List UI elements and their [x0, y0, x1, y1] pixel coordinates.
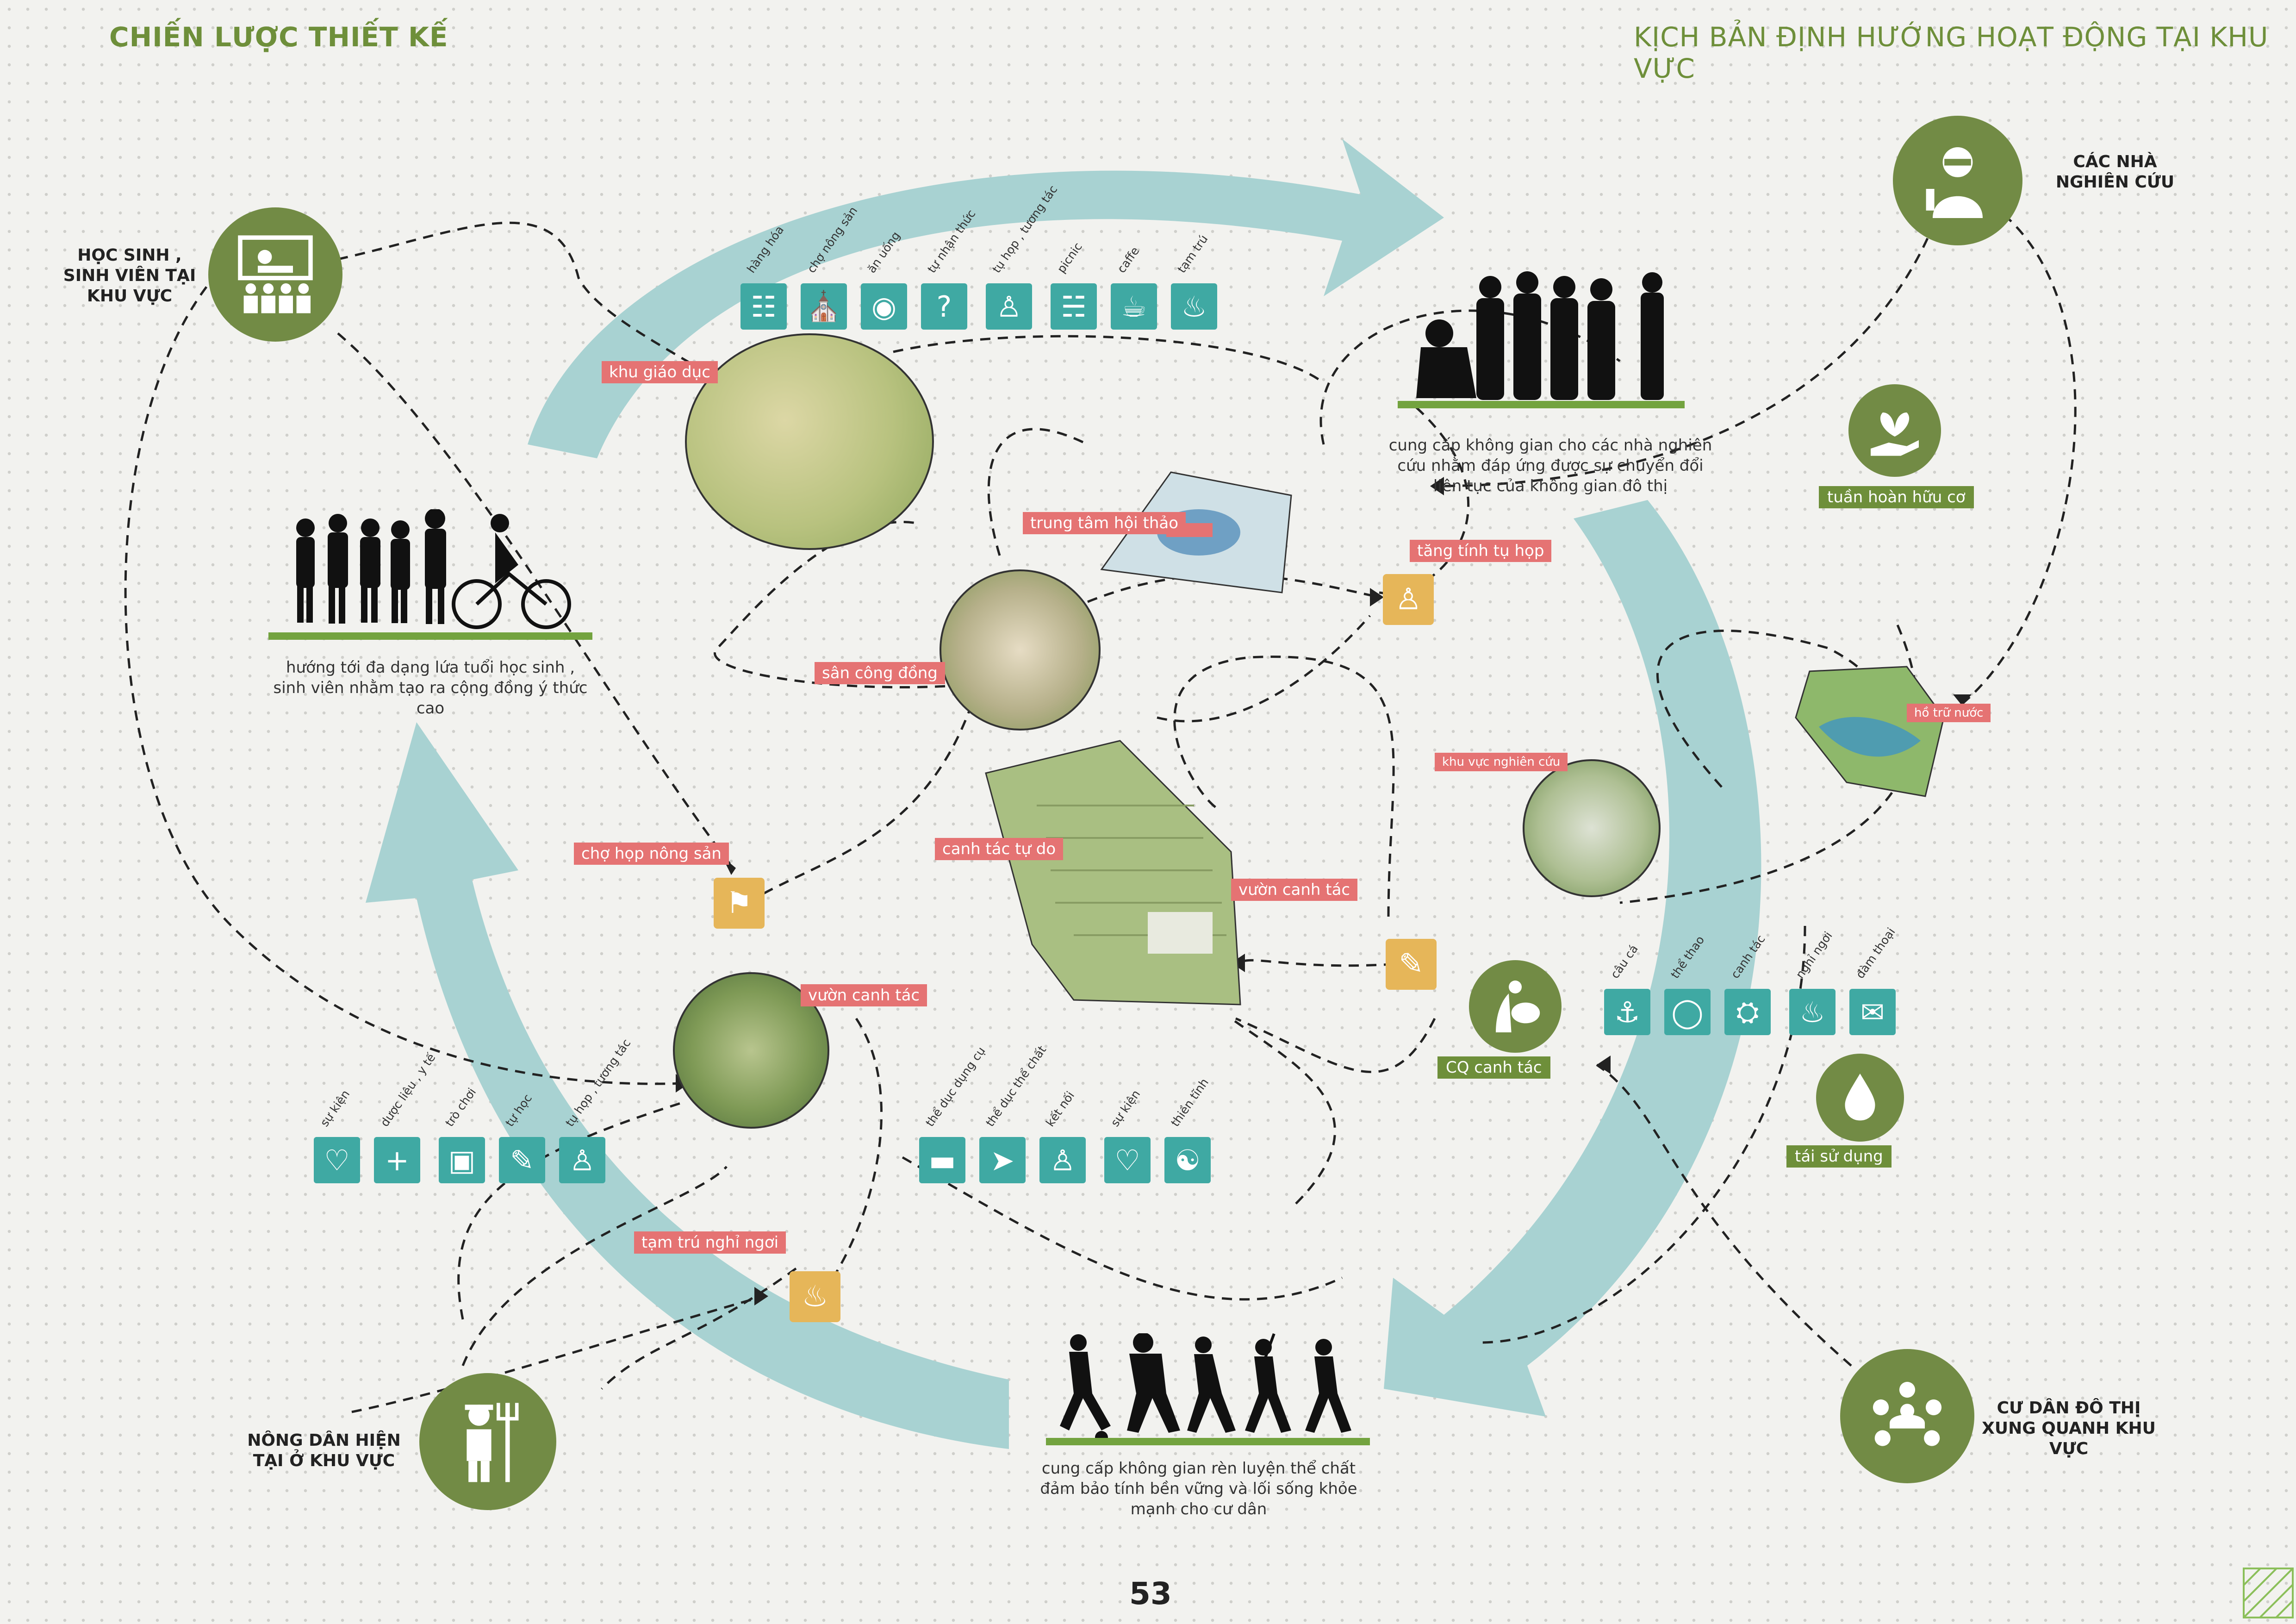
- market-pin-icon[interactable]: ⚑: [714, 878, 765, 929]
- farmers-label: NÔNG DÂN HIỆN TẠI Ở KHU VỰC: [247, 1431, 401, 1470]
- teacher-icon: [208, 207, 342, 342]
- market-stall-icon[interactable]: ⛪: [801, 283, 847, 330]
- gathering-icon[interactable]: ♙: [1383, 574, 1434, 625]
- education-tag: khu giáo dục: [602, 361, 718, 383]
- cycle-arrow-right: [1384, 500, 1761, 1417]
- researchers-caption: cung cấp không gian cho các nhà nghiên c…: [1388, 436, 1712, 495]
- gathering-people-icon[interactable]: ♙: [986, 283, 1032, 330]
- garden-left-tag: vườn canh tác: [801, 984, 927, 1006]
- lodging-icon[interactable]: ♨: [1171, 283, 1217, 330]
- research-site-image: [1523, 759, 1661, 897]
- corner-hatch-icon: [2243, 1568, 2294, 1618]
- community-icon: [1840, 1349, 1974, 1483]
- students-ground-line: [268, 632, 592, 640]
- dialogue-icon[interactable]: ✎: [1386, 939, 1437, 990]
- residents-label: CƯ DÂN ĐÔ THỊ XUNG QUANH KHU VỰC: [1982, 1399, 2156, 1458]
- cart-icon[interactable]: ☷: [740, 283, 787, 330]
- gathering-tag: tăng tính tụ họp: [1410, 540, 1552, 562]
- dumbbell-icon[interactable]: ▬: [919, 1137, 965, 1183]
- garden-center-tag: vườn canh tác: [1231, 879, 1358, 901]
- dining-icon[interactable]: ◉: [861, 283, 907, 330]
- organic-cycle-tag: tuần hoàn hữu cơ: [1819, 486, 1974, 508]
- medical-cross-icon[interactable]: +: [374, 1137, 420, 1183]
- meditation-icon[interactable]: ☯: [1164, 1137, 1211, 1183]
- market-tag: chợ họp nông sản: [574, 843, 729, 865]
- interaction-icon[interactable]: ♙: [559, 1137, 605, 1183]
- running-icon[interactable]: ➤: [979, 1137, 1026, 1183]
- right-title: KỊCH BẢN ĐỊNH HƯỚNG HOẠT ĐỘNG TẠI KHU VỰ…: [1634, 21, 2269, 84]
- lake-site-image: [1795, 666, 1945, 797]
- free-farming-tag: canh tác tự do: [935, 838, 1064, 860]
- event-balloons-icon[interactable]: ♡: [1104, 1137, 1151, 1183]
- students-silhouette: [296, 509, 571, 629]
- self-awareness-icon[interactable]: ?: [921, 283, 967, 330]
- connect-icon[interactable]: ♙: [1039, 1137, 1086, 1183]
- researcher-icon: [1893, 116, 2022, 245]
- education-site-image: [685, 333, 934, 550]
- tractor-icon[interactable]: ⛭: [1724, 989, 1771, 1035]
- students-caption: hướng tới đa dạng lứa tuổi học sinh , si…: [273, 658, 588, 718]
- plaza-site-image: [940, 569, 1101, 731]
- farming-site-image: [985, 740, 1241, 1006]
- cq-farming-tag: CQ canh tác: [1437, 1056, 1550, 1079]
- athletes-silhouette: [1060, 1333, 1351, 1444]
- basketball-icon[interactable]: ◯: [1664, 989, 1711, 1035]
- cycle-arrow-top: [528, 139, 1444, 458]
- stay-tag: tạm trú nghỉ ngơi: [634, 1231, 786, 1254]
- researchers-ground-line: [1398, 401, 1685, 408]
- plaza-tag: sân công đồng: [815, 662, 945, 684]
- sports-caption: cung cấp không gian rèn luyện thể chất đ…: [1040, 1459, 1357, 1518]
- research-tag: khu vực nghiên cứu: [1435, 753, 1568, 771]
- plant-hand-icon: [1848, 384, 1941, 477]
- relax-icon[interactable]: ♨: [1789, 989, 1836, 1035]
- picnic-icon[interactable]: ☵: [1051, 283, 1097, 330]
- athletes-ground-line: [1046, 1438, 1370, 1445]
- fishing-icon[interactable]: ⚓: [1604, 989, 1650, 1035]
- lake-tag: hồ trữ nước: [1907, 704, 1991, 722]
- page-number: 53: [1129, 1576, 1172, 1612]
- conversation-icon[interactable]: ✉: [1849, 989, 1896, 1035]
- reuse-tag: tái sử dụng: [1786, 1145, 1892, 1168]
- rest-icon[interactable]: ♨: [790, 1271, 840, 1322]
- gamepad-icon[interactable]: ▣: [439, 1137, 485, 1183]
- self-study-icon[interactable]: ✎: [499, 1137, 545, 1183]
- cycle-arrows: [366, 139, 1761, 1449]
- balloons-icon[interactable]: ♡: [314, 1137, 360, 1183]
- farmer-icon: [419, 1373, 556, 1510]
- students-label: HỌC SINH , SINH VIÊN TẠI KHU VỰC: [63, 246, 196, 306]
- cycle-arrow-left: [366, 722, 1009, 1449]
- left-title: CHIẾN LƯỢC THIẾT KẾ: [109, 21, 448, 53]
- conference-tag: trung tâm hội thảo: [1023, 512, 1186, 534]
- farm-cow-icon: [1469, 960, 1562, 1053]
- researchers-silhouette: [1416, 271, 1664, 400]
- water-reuse-icon: [1816, 1054, 1904, 1142]
- coffee-icon[interactable]: ☕: [1111, 283, 1157, 330]
- researchers-label: CÁC NHÀ NGHIÊN CỨU: [2055, 152, 2175, 192]
